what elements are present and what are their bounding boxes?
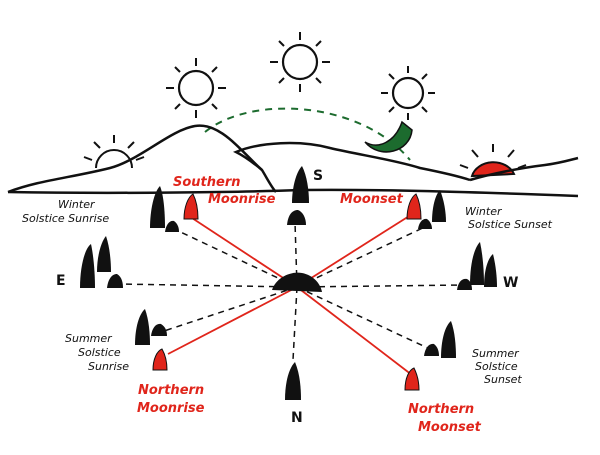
sightlines-black: [117, 221, 466, 361]
direction-south: S: [313, 168, 323, 184]
standing-stone-icon: [150, 186, 165, 228]
direction-east: E: [56, 273, 66, 289]
standing-stone-icon: [107, 274, 123, 288]
sightlines-red: [167, 212, 415, 376]
hill-right: [469, 156, 579, 182]
label-summer-sunrise-line2: Solstice: [78, 346, 121, 359]
sun-path-arc: [204, 107, 411, 161]
standing-stone-icon: [292, 166, 309, 203]
label-southern-moonrise-line2: Moonrise: [208, 192, 276, 207]
red-stone-icon: [152, 348, 168, 371]
label-winter-sunset-line1: Winter: [465, 205, 503, 218]
standing-stone-icon: [151, 323, 167, 336]
standing-stone-icon: [165, 220, 179, 232]
direction-west: W: [503, 275, 518, 291]
hill-left: [7, 124, 277, 194]
standing-stone-icon: [424, 343, 439, 356]
label-summer-sunrise-line1: Summer: [65, 332, 113, 345]
standing-stone-icon: [97, 236, 111, 272]
label-southern-moonrise-line1: Southern: [173, 175, 241, 190]
standing-stone-icon: [484, 254, 497, 287]
red-stone-icon: [183, 193, 199, 220]
label-summer-sunset-line2: Solstice: [475, 360, 518, 373]
hill-middle: [232, 141, 471, 182]
setting-sun-icon: [459, 144, 527, 178]
standing-stone-icon: [470, 242, 484, 285]
standing-stone-icon: [80, 244, 95, 288]
recumbent-stone-icon: [272, 272, 322, 292]
label-winter-sunrise-line1: Winter: [58, 198, 96, 211]
standing-stone-icon: [441, 321, 456, 358]
sun-icon: [270, 32, 330, 92]
sun-icon: [166, 58, 226, 118]
standing-stone-icon: [418, 218, 432, 229]
label-winter-sunrise-line2: Solstice Sunrise: [22, 212, 109, 225]
direction-north: N: [291, 410, 303, 426]
label-summer-sunset-line1: Summer: [472, 347, 520, 360]
rising-sun-icon: [83, 135, 145, 169]
label-northern-moonrise-line1: Northern: [138, 383, 204, 398]
red-stone-icon: [406, 193, 422, 220]
standing-stone-icon: [287, 210, 306, 225]
label-northern-moonset-line1: Northern: [408, 402, 474, 417]
label-summer-sunrise-line3: Sunrise: [88, 360, 129, 373]
label-northern-moonrise-line2: Moonrise: [137, 401, 205, 416]
standing-stone-icon: [457, 278, 472, 290]
standing-stone-icon: [285, 362, 301, 400]
crescent-moon-icon: [364, 120, 413, 153]
label-winter-sunset-line2: Solstice Sunset: [468, 218, 553, 231]
label-summer-sunset-line3: Sunset: [484, 373, 522, 386]
standing-stone-icon: [432, 190, 446, 222]
sun-icon: [381, 66, 435, 120]
standing-stone-icon: [135, 309, 150, 345]
label-southern-moonset: Moonset: [340, 192, 404, 207]
label-northern-moonset-line2: Moonset: [418, 420, 482, 435]
red-stone-icon: [404, 367, 420, 391]
